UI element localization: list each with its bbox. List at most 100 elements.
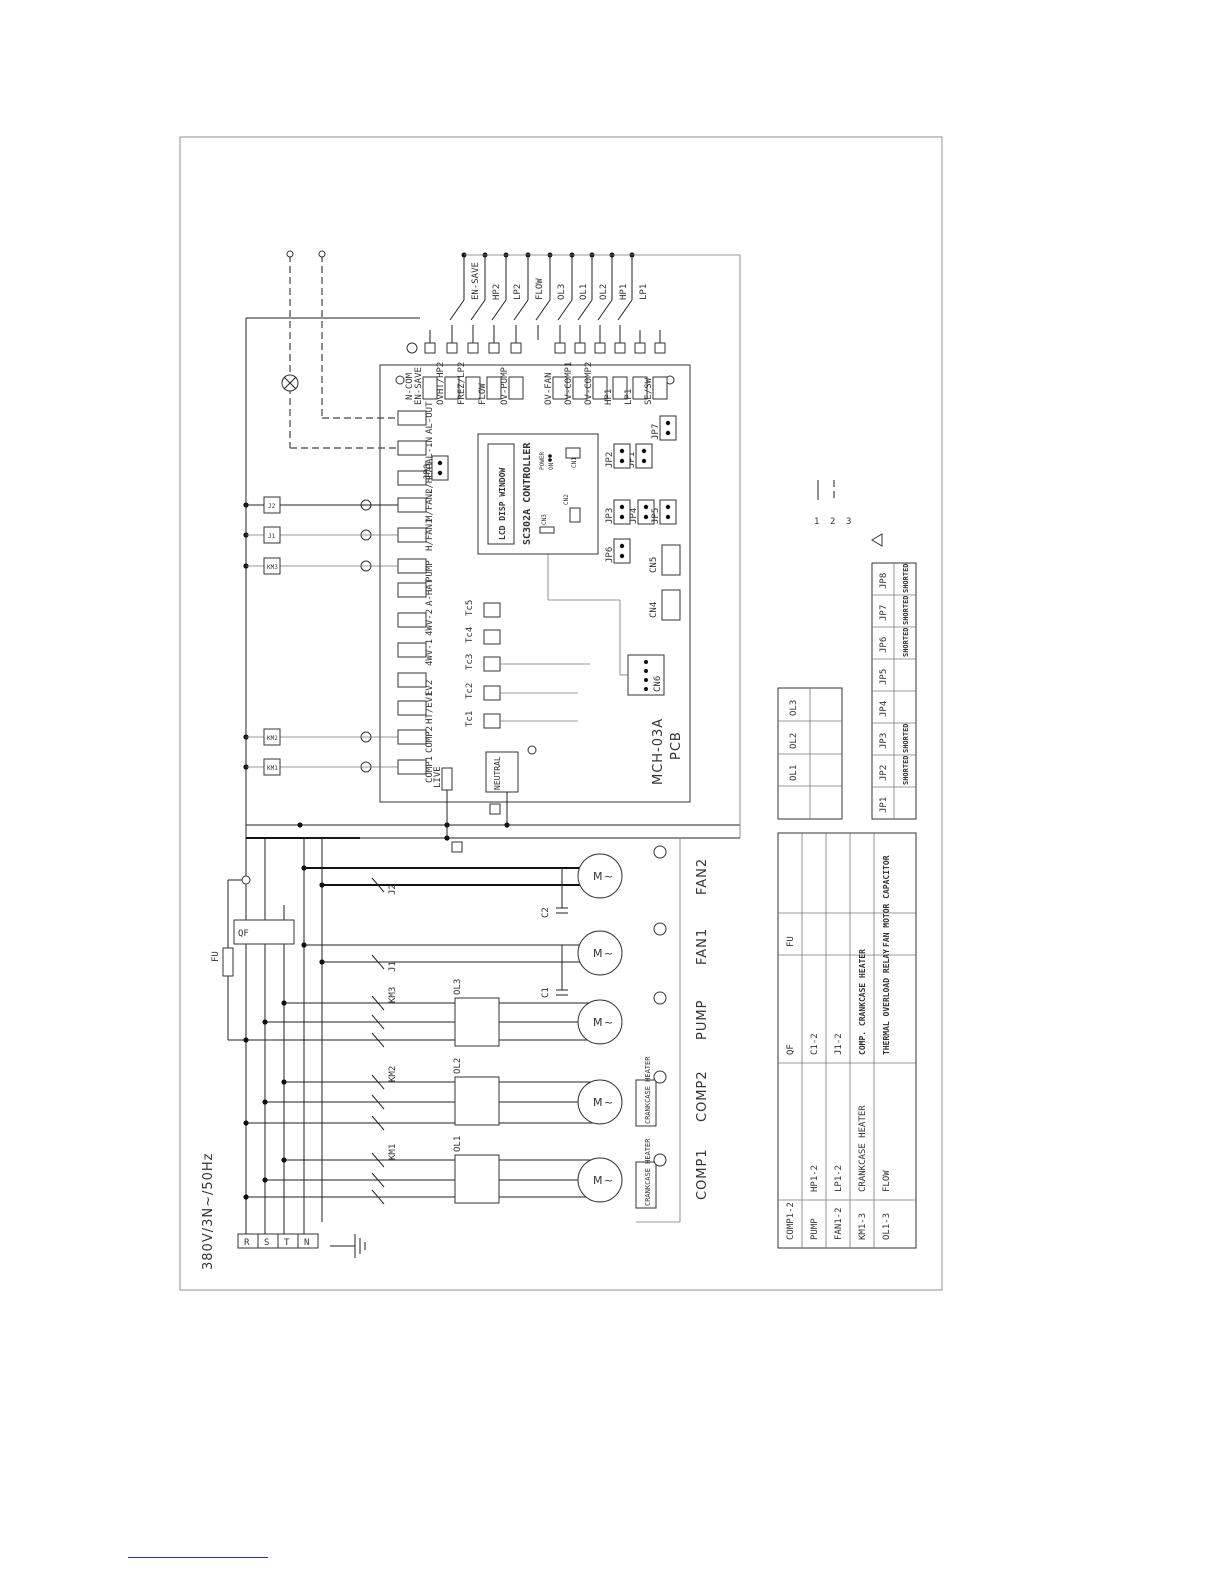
- motor-comp1: M ~: [577, 1157, 623, 1203]
- overload-ol2: [454, 1076, 500, 1126]
- pcb-terminal-right-label-0: N-COM: [405, 372, 415, 400]
- fan-capacitors: C1 C2: [541, 868, 568, 998]
- cn3-label: CN3: [541, 514, 548, 525]
- sensor-tc3: Tc3: [465, 654, 475, 670]
- jumper-label-5: JP5: [651, 508, 661, 524]
- legend-cell-0-2: QF: [786, 1044, 796, 1055]
- sensor-tc4: Tc4: [465, 627, 475, 643]
- external-switch-label-1: HP2: [492, 284, 502, 300]
- cn6-label: CN6: [653, 676, 663, 692]
- pcb-terminal-left-4: [397, 642, 427, 658]
- legend-cell-2-0: FAN1-2: [834, 1207, 844, 1240]
- legend-cell-4-2: THERMAL OVERLOAD RELAY: [882, 949, 891, 1055]
- legend-cell-1-1: HP1-2: [810, 1165, 820, 1192]
- breaker-label: QF: [238, 929, 249, 939]
- jumper-7: [659, 415, 677, 441]
- pcb-terminal-right-label-6: OV-FAN: [544, 372, 554, 405]
- motor-fan2-phase: ~: [604, 870, 613, 883]
- pcb-terminal-left-label-5: 4WV-2: [425, 609, 435, 636]
- cn4-cn5-connectors: CN4 CN5: [649, 544, 681, 621]
- pcb-terminal-left-10: [397, 470, 427, 486]
- fuse: [222, 947, 234, 977]
- legend-num-2: 2: [830, 517, 835, 527]
- jumper-label-2: JP2: [605, 452, 615, 468]
- cn2-label: CN2: [563, 494, 570, 505]
- sensor-tc2: Tc2: [465, 683, 475, 699]
- relay-coil-boxes: KM1 KM2 KM3 J1 J2: [263, 496, 281, 776]
- pcb-terminal-left-label-7: PUMP: [425, 560, 435, 582]
- pcb-terminal-right-9: [612, 376, 628, 400]
- ol-table: OL1 OL2 OL3: [777, 687, 843, 820]
- pcb-power-inputs: LIVE NEUTRAL: [433, 751, 519, 853]
- pcb-terminal-right-10: [632, 376, 648, 400]
- jumper-table-header-2: JP3: [879, 733, 889, 749]
- legend-cell-0-0: COMP1-2: [786, 1202, 796, 1240]
- sensor-tc1: Tc1: [465, 711, 475, 727]
- ol-table-header-1: OL2: [789, 733, 799, 749]
- pcb-terminal-left-label-3: EV2: [425, 680, 435, 696]
- load-label-comp2: COMP2: [695, 1070, 710, 1122]
- crankcase-heaters: CRANKCASE HEATER CRANKCASE HEATER: [635, 1056, 657, 1209]
- pcb-terminal-left-label-1: COMP2: [425, 726, 435, 753]
- ol-table-header-2: OL3: [789, 700, 799, 716]
- legend-cell-2-2: J1-2: [834, 1033, 844, 1055]
- pcb-terminal-right-7: [572, 376, 588, 400]
- pcb-terminal-right-label-8: OV-COMP2: [584, 362, 594, 405]
- pcb-terminal-left-6: [397, 582, 427, 598]
- pcb-terminal-right-label-11: SE/SW: [644, 377, 654, 405]
- pcb-terminal-right-label-10: LP1: [624, 389, 634, 405]
- pcb-terminal-left-0: [397, 759, 427, 775]
- external-switch-label-8: LP1: [639, 284, 649, 300]
- motor-pump-symbol: M: [593, 1016, 603, 1029]
- ol-table-header-0: OL1: [789, 765, 799, 781]
- external-switch-label-3: FLOW: [535, 278, 545, 300]
- pcb-terminal-right-label-4: FLOW: [478, 383, 488, 405]
- pcb-terminal-right-4: [486, 376, 502, 400]
- motor-pump-phase: ~: [604, 1016, 613, 1029]
- pcb-terminal-right-label-9: HP1: [604, 389, 614, 405]
- jumper-table-header-3: JP4: [879, 701, 889, 717]
- pcb-terminal-left-9: [397, 497, 427, 513]
- jumper-8: [431, 455, 449, 481]
- motor-comp2-phase: ~: [604, 1096, 613, 1109]
- overload-ol1-label: OL1: [453, 1136, 463, 1152]
- overload-ol3: [454, 997, 500, 1047]
- legend-cell-3-1: CRANKCASE HEATER: [858, 1105, 868, 1192]
- pcb-terminal-left-label-6: A-HAT: [425, 578, 435, 606]
- live-label: LIVE: [433, 766, 443, 788]
- pcb-terminal-right-8: [592, 376, 608, 400]
- pcb-terminal-right-label-3: FREZ/LP2: [457, 362, 467, 405]
- external-switch-label-5: OL1: [579, 284, 589, 300]
- motor-comp1-phase: ~: [604, 1174, 613, 1187]
- pcb-terminal-left-label-8: H/FAN1: [425, 518, 435, 551]
- motor-fan1-phase: ~: [604, 947, 613, 960]
- contactor-km1: KM1: [388, 1144, 398, 1160]
- jumper-label-8: JP8: [423, 464, 433, 480]
- line-type-legend: 1 2 3: [814, 480, 851, 527]
- footer-link-underline: [128, 1557, 268, 1558]
- motor-comp1-symbol: M: [593, 1174, 603, 1187]
- earth-icon: [330, 1234, 366, 1258]
- coil-j2: J2: [268, 503, 276, 510]
- pcb-terminal-right-label-1: EN-SAVE: [414, 367, 424, 405]
- cn4-label: CN4: [649, 602, 659, 618]
- overload-relays: OL1 OL2 OL3: [453, 979, 500, 1204]
- sensor-tc5: Tc5: [465, 600, 475, 616]
- load-label-pump: PUMP: [695, 1000, 710, 1040]
- jumper-4: [637, 499, 655, 525]
- supply-terminal-block: R S T N: [237, 1233, 319, 1249]
- pcb-terminal-right-1: [422, 376, 438, 400]
- cn6-connector: CN6: [547, 530, 665, 696]
- lcd-label: LCD DISP WINDOW: [498, 468, 507, 540]
- overload-ol3-label: OL3: [453, 979, 463, 995]
- temperature-sensors: Tc1 Tc2 Tc3 Tc4 Tc5: [465, 600, 590, 729]
- external-switch-label-0: EN-SAVE: [471, 262, 481, 300]
- legend-cell-4-3: FAN MOTOR CAPACITOR: [882, 855, 891, 947]
- motor-fan2: M ~: [577, 853, 623, 899]
- motor-fan1-symbol: M: [593, 947, 603, 960]
- jumper-6: [613, 538, 631, 564]
- motor-pump: M ~: [577, 999, 623, 1045]
- coil-km2: KM2: [267, 735, 278, 742]
